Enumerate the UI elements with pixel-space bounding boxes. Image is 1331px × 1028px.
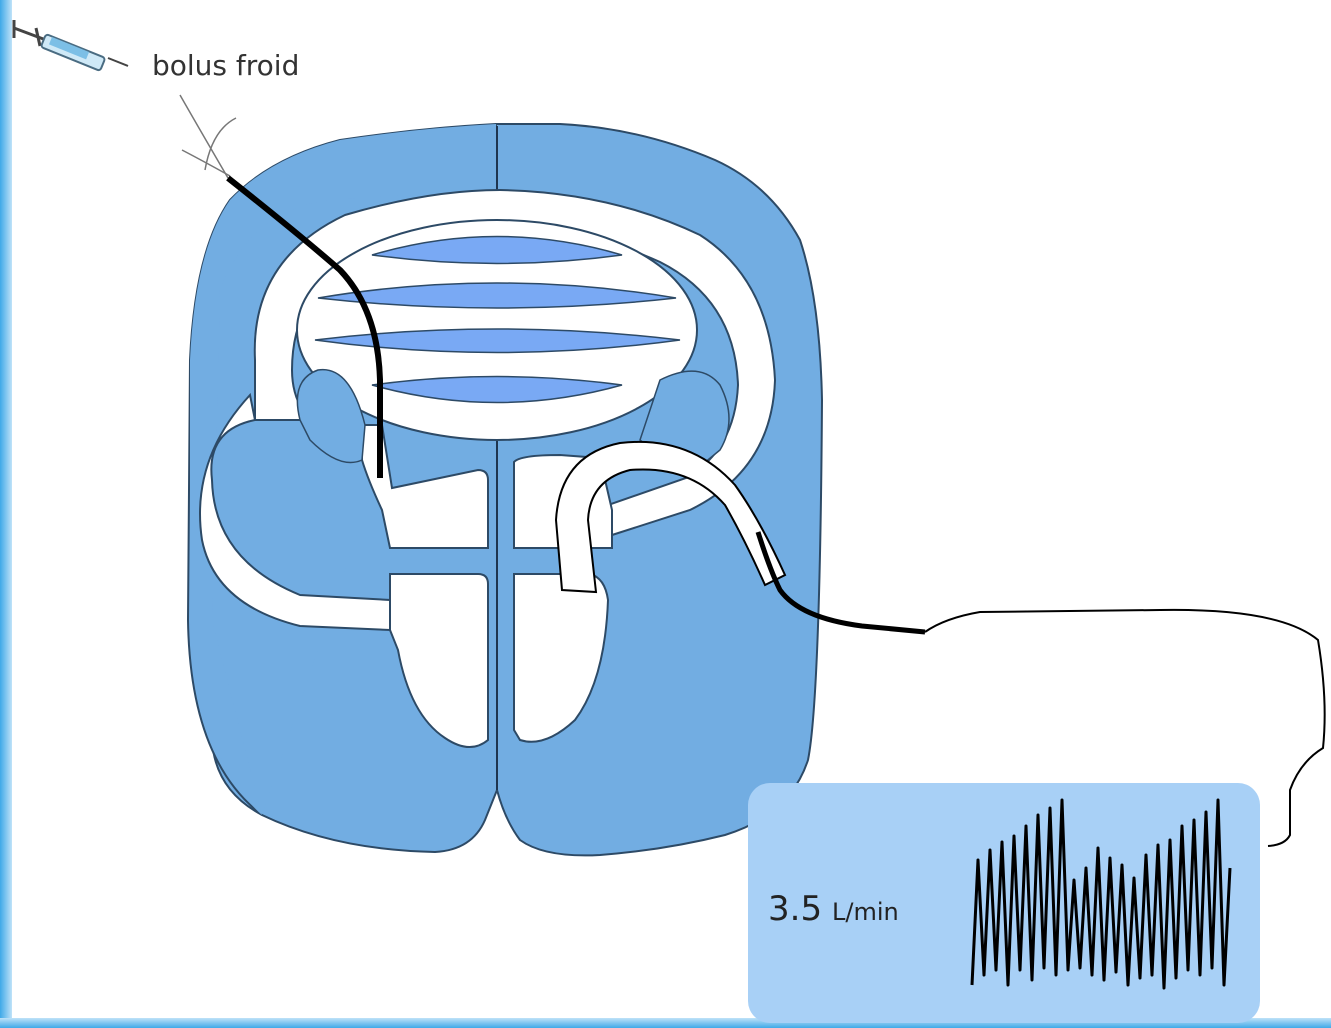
injection-label: bolus froid [152,49,299,82]
readout-value: 3.5 [768,889,822,929]
readout-unit: L/min [832,898,899,926]
cardiac-output-readout: 3.5 L/min [748,783,1260,1023]
syringe-icon [14,20,128,71]
